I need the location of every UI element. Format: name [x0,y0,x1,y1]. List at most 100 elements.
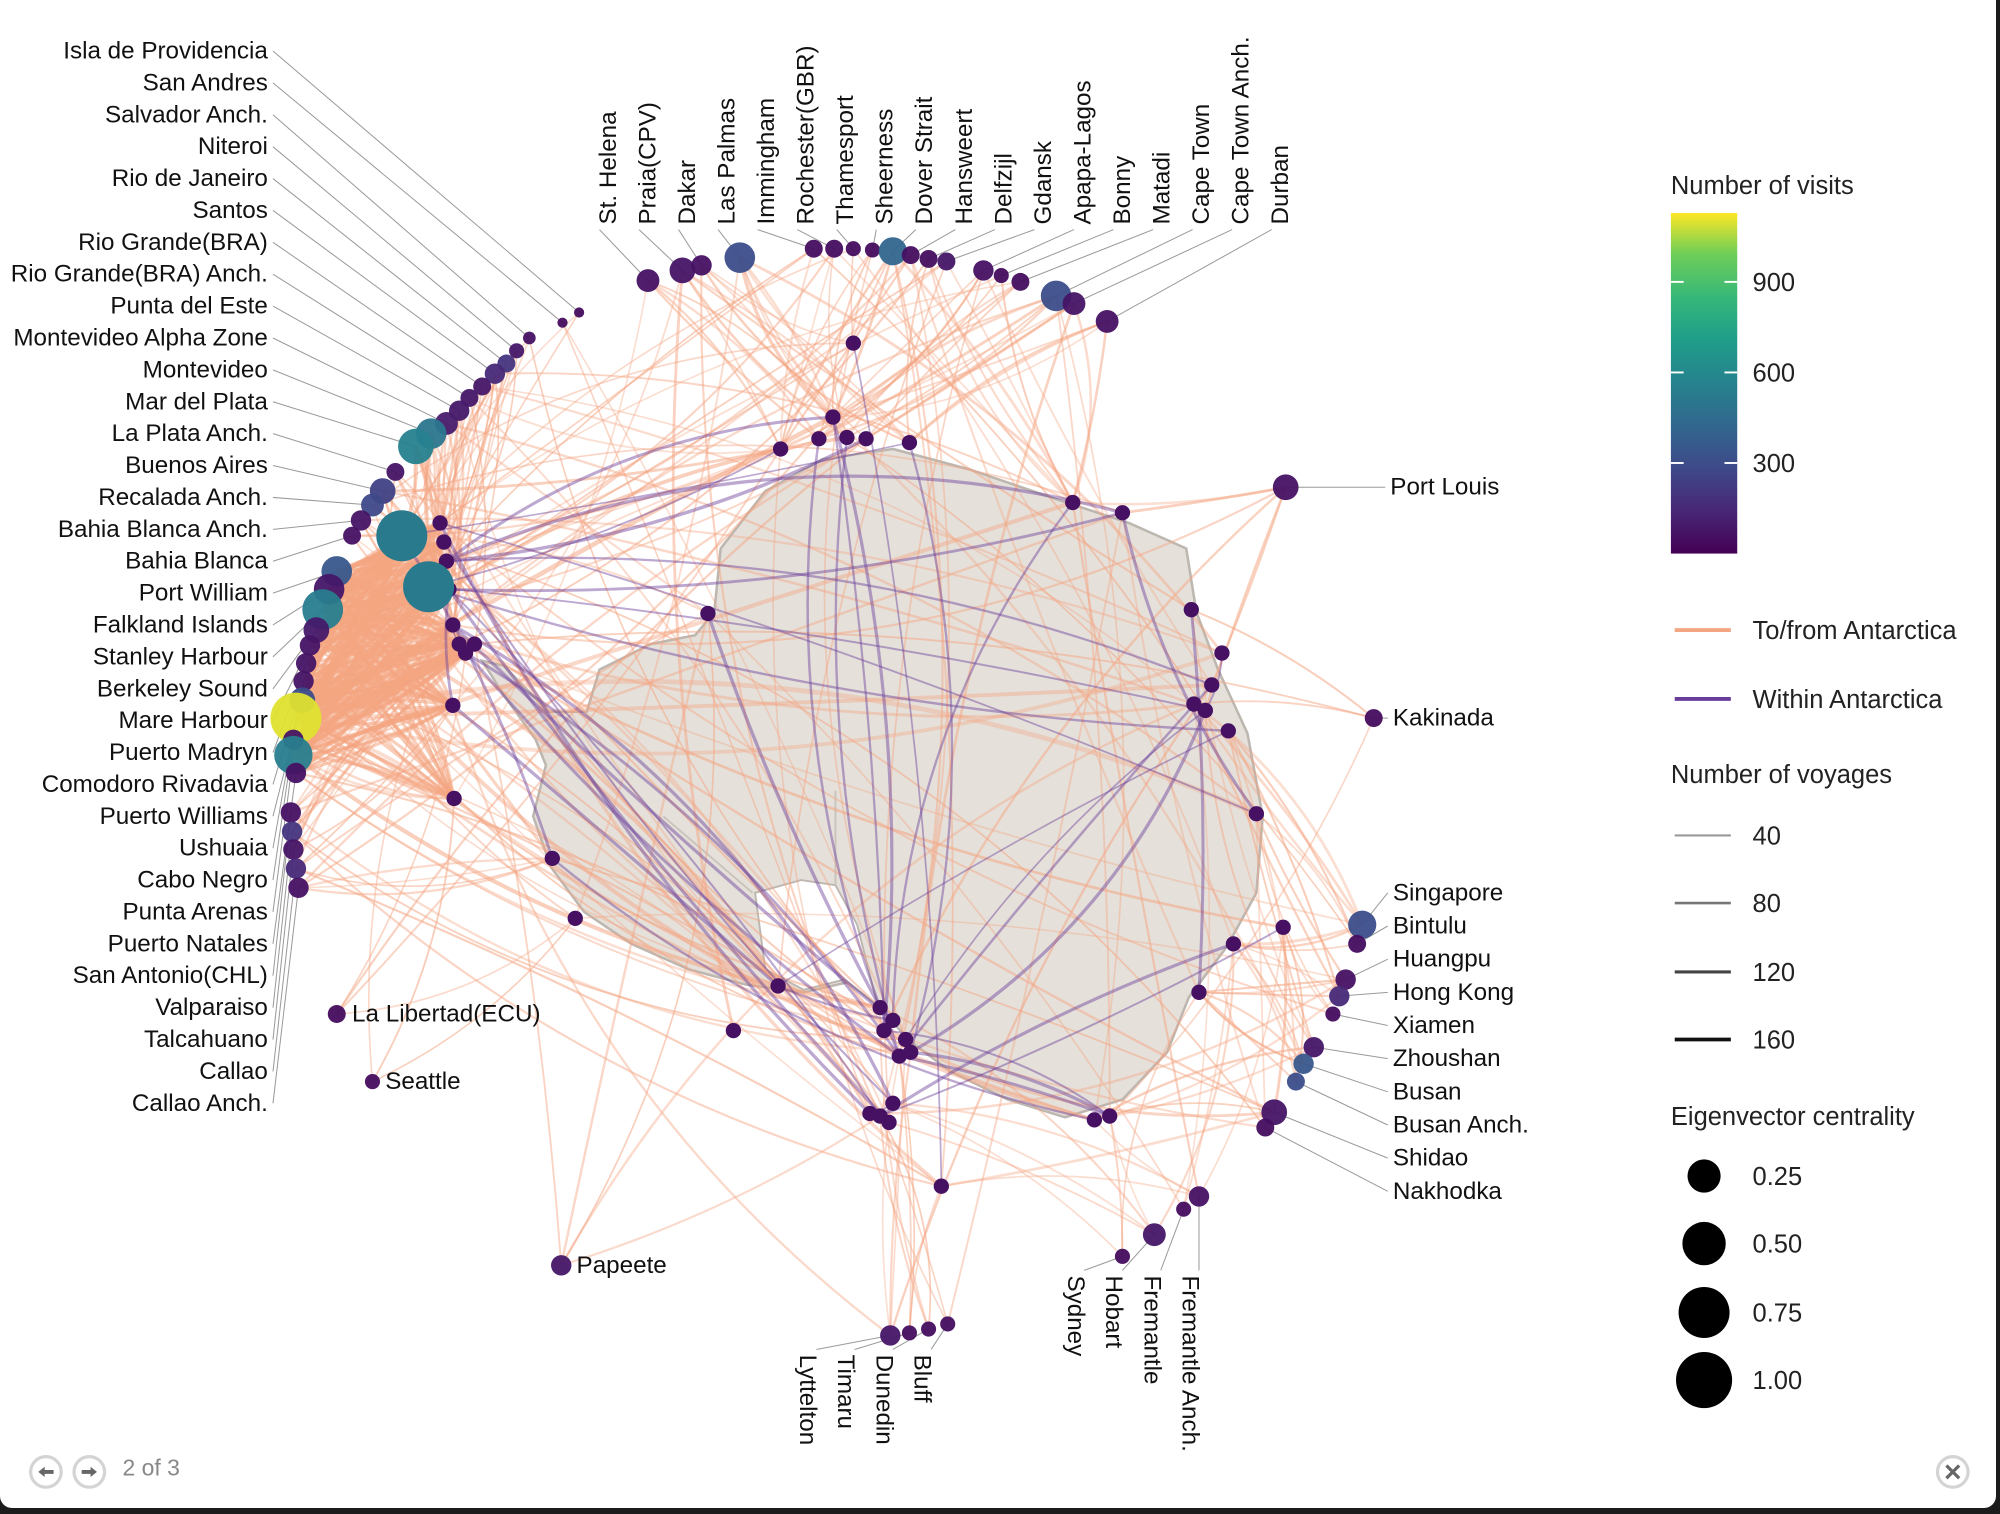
port-node[interactable] [343,526,362,545]
port-node[interactable] [1335,969,1356,990]
port-node[interactable] [804,239,823,258]
port-node[interactable] [509,343,525,359]
arrow-left-icon [38,1466,54,1478]
edge-to-from-antarctica [451,363,508,626]
edge-to-from-antarctica [360,517,1223,655]
port-label: Bahia Blanca [125,548,268,575]
port-node[interactable] [281,821,303,842]
colorbar-tick-900: 900 [1753,269,1796,297]
edge-to-from-antarctica [700,265,882,1117]
port-label: Lyttelton [794,1355,821,1446]
port-node[interactable] [724,242,756,273]
antarctic-station-node [897,1031,914,1048]
port-node[interactable] [993,267,1009,284]
port-node[interactable] [1188,1186,1210,1207]
port-node[interactable] [293,670,314,692]
port-node[interactable] [350,510,372,531]
antarctic-station-node [376,510,428,562]
edge-to-from-antarctica [865,302,1075,440]
port-node[interactable] [361,493,384,517]
legend-within-label: Within Antarctica [1753,686,1944,714]
port-node[interactable] [937,252,956,271]
edge-to-from-antarctica [817,294,1057,440]
port-node[interactable] [973,260,994,281]
edge-to-from-antarctica [883,270,985,1123]
port-node[interactable] [901,246,920,265]
prev-button[interactable] [29,1455,63,1489]
port-node[interactable] [364,1074,381,1090]
port-node[interactable] [921,1321,937,1337]
port-node[interactable] [636,269,660,293]
port-node[interactable] [1348,910,1377,939]
edge-to-from-antarctica [1204,710,1315,1048]
port-label: Thamesport [832,95,859,224]
port-node[interactable] [473,377,492,396]
port-node[interactable] [940,1316,956,1332]
port-node[interactable] [523,331,536,345]
port-node[interactable] [1348,934,1367,953]
edge-to-from-antarctica [879,1115,930,1330]
port-node[interactable] [1256,1118,1275,1137]
edge-to-from-antarctica [428,274,1002,588]
port-node[interactable] [280,802,302,823]
antarctic-station-node [811,431,827,447]
edge-within-antarctica [1120,512,1258,815]
port-node[interactable] [299,635,321,656]
label-leader-line [272,772,297,944]
port-node[interactable] [919,249,938,268]
label-leader-line [1313,1046,1388,1060]
port-node[interactable] [288,877,309,898]
port-node[interactable] [669,257,696,284]
port-node[interactable] [878,237,907,266]
close-button[interactable] [1935,1455,1970,1489]
port-node[interactable] [825,239,844,258]
edge-to-from-antarctica [738,256,835,418]
port-node[interactable] [573,307,585,318]
port-node[interactable] [295,653,317,674]
port-label: La Plata Anch. [112,420,268,447]
edge-to-from-antarctica [1182,943,1235,1210]
port-node[interactable] [1261,1099,1288,1126]
port-node[interactable] [484,363,506,384]
port-node[interactable] [327,1005,346,1023]
port-node[interactable] [691,255,712,276]
port-node[interactable] [1114,1248,1130,1264]
port-node[interactable] [557,317,568,328]
port-node[interactable] [1293,1053,1314,1074]
port-node[interactable] [1364,709,1383,728]
port-node[interactable] [864,242,881,258]
port-label: Rio Grande(BRA) Anch. [11,261,268,288]
port-node[interactable] [1176,1201,1192,1217]
port-node[interactable] [1272,474,1299,501]
port-node[interactable] [551,1255,572,1276]
edge-to-from-antarctica [831,250,895,418]
port-label: Las Palmas [714,98,741,225]
edge-to-from-antarctica [371,342,854,506]
port-node[interactable] [1286,1072,1305,1091]
port-node[interactable] [1325,1006,1341,1022]
edge-to-from-antarctica [681,269,1192,611]
port-label: Huangpu [1393,946,1491,973]
port-label: Dakar [674,160,701,225]
next-button[interactable] [72,1455,107,1489]
port-node[interactable] [845,241,861,257]
port-node[interactable] [274,735,313,775]
port-node[interactable] [270,692,322,744]
port-node[interactable] [880,1325,901,1346]
port-node[interactable] [285,762,307,784]
port-node[interactable] [285,858,307,879]
edge-within-antarctica [904,709,1206,1040]
port-node[interactable] [1303,1036,1324,1058]
edge-to-from-antarctica [439,247,854,524]
edge-to-from-antarctica [852,248,1235,945]
port-node[interactable] [1142,1223,1166,1247]
port-node[interactable] [1095,309,1119,333]
port-node[interactable] [398,428,434,465]
port-node[interactable] [283,839,304,860]
port-node[interactable] [1062,292,1086,315]
port-node[interactable] [1329,985,1350,1007]
port-node[interactable] [386,462,405,481]
port-node[interactable] [901,1325,917,1341]
label-leader-line [272,868,297,1072]
port-node[interactable] [1011,272,1030,291]
